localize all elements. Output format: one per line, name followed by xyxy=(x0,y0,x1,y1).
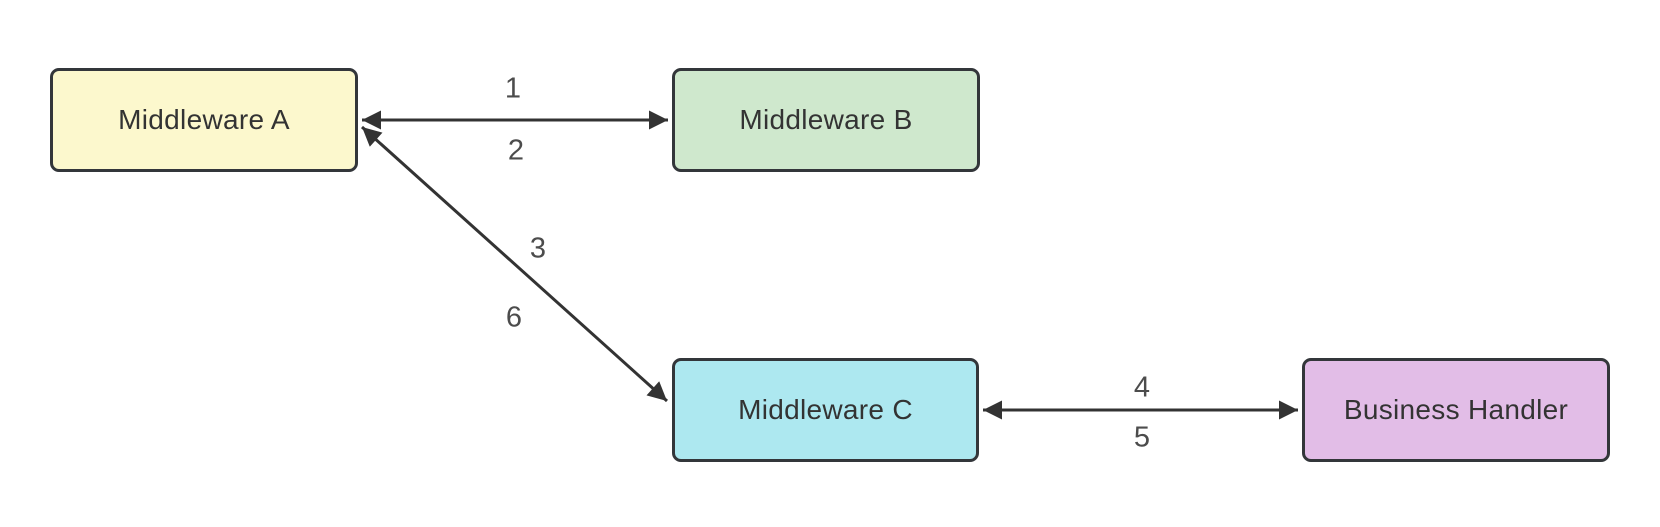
edge-a-c-label-bottom: 6 xyxy=(505,301,523,334)
edge-a-b-label-top: 1 xyxy=(504,72,522,105)
node-middleware-a: Middleware A xyxy=(50,68,358,172)
node-middleware-c: Middleware C xyxy=(672,358,979,462)
node-business-handler: Business Handler xyxy=(1302,358,1610,462)
edge-c-handler-label-top: 4 xyxy=(1133,371,1151,404)
node-middleware-b-label: Middleware B xyxy=(739,104,913,135)
edge-a-c-label-top: 3 xyxy=(529,232,547,265)
node-middleware-a-label: Middleware A xyxy=(118,104,290,135)
edge-a-c-line xyxy=(360,125,669,403)
edge-c-handler-label-bottom: 5 xyxy=(1133,421,1151,454)
node-business-handler-label: Business Handler xyxy=(1343,394,1569,425)
node-middleware-c-label: Middleware C xyxy=(738,394,913,425)
edge-a-b-label-bottom: 2 xyxy=(507,134,525,167)
node-middleware-b: Middleware B xyxy=(672,68,980,172)
